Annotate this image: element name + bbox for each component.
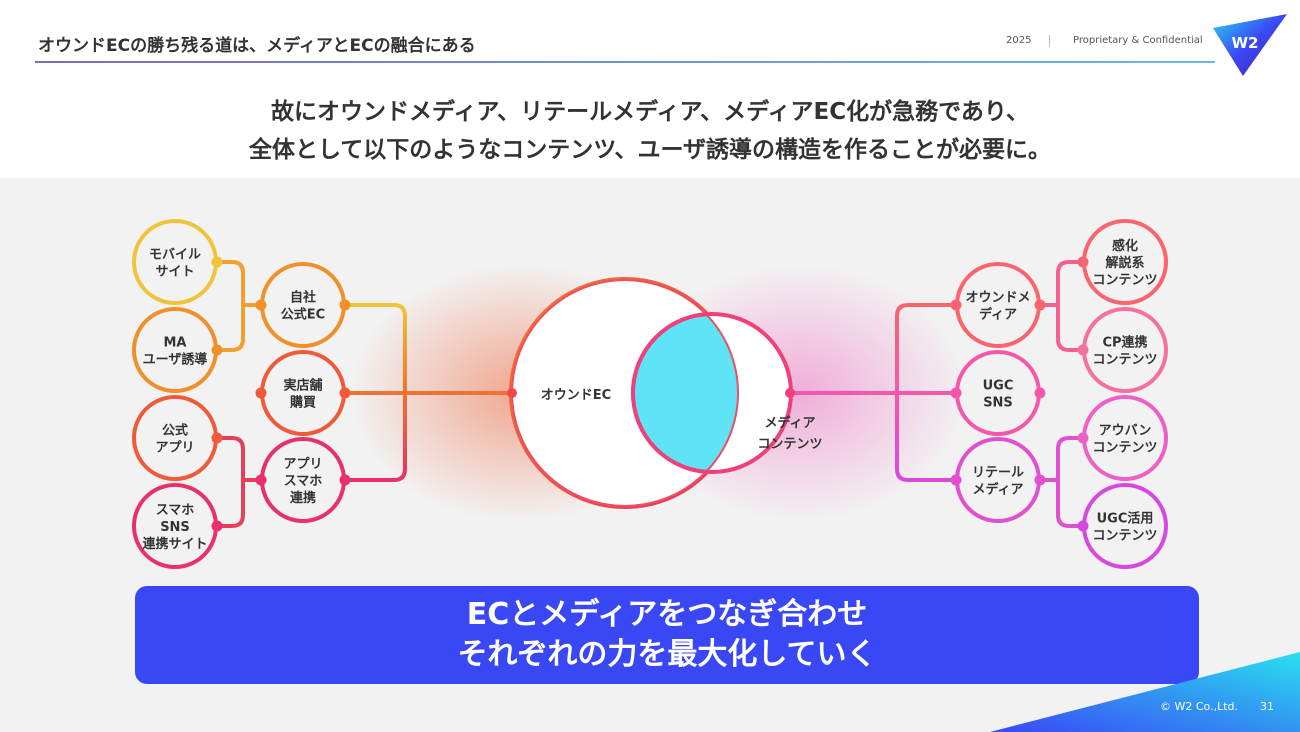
node-label: CP連携: [1102, 335, 1147, 351]
node-label: 公式EC: [281, 307, 325, 323]
lead-line-1: 故にオウンドメディア、リテールメディア、メディアEC化が急務であり、: [270, 99, 1029, 125]
node-label: スマホ: [284, 474, 323, 489]
svg-text:W2: W2: [1232, 34, 1259, 52]
node-label: リテール: [972, 466, 1024, 481]
node-label: 公式: [162, 423, 188, 439]
node-label: 自社: [290, 290, 316, 306]
corner-decoration: [990, 652, 1300, 732]
node-label: 解説系: [1104, 255, 1144, 271]
node-label: 連携: [290, 490, 316, 506]
node-label: サイト: [155, 265, 194, 280]
node-label: 感化: [1112, 238, 1138, 254]
node-label: スマホ: [156, 503, 195, 518]
header-rule: [35, 61, 1215, 63]
node-label: メディア: [972, 482, 1023, 498]
connector-dot: [950, 299, 962, 311]
connector-dot: [1034, 299, 1046, 311]
node-label: SNS: [160, 520, 190, 535]
node-label: コンテンツ: [1092, 273, 1157, 288]
connector-dot: [211, 344, 223, 356]
connector-dot: [950, 387, 962, 399]
connector-dot: [1077, 432, 1089, 444]
divider: [1049, 35, 1050, 47]
connector-dot: [255, 474, 267, 486]
connector-dot: [255, 387, 267, 399]
connector-dot: [255, 299, 267, 311]
node-label: 実店舗: [283, 378, 322, 394]
center-right-label-2: コンテンツ: [757, 437, 822, 452]
connector-dot: [1034, 387, 1046, 399]
node-label: アプリ: [155, 441, 194, 456]
node-label: アウバン: [1099, 424, 1152, 439]
banner-line-2: それぞれの力を最大化していく: [457, 637, 877, 672]
node-label: コンテンツ: [1092, 441, 1157, 456]
connector-dot: [1077, 520, 1089, 532]
node-label: UGC活用: [1097, 511, 1154, 527]
node-label: オウンドメ: [965, 291, 1030, 306]
connector-dot: [1034, 474, 1046, 486]
node-label: コンテンツ: [1092, 353, 1157, 368]
node-label: 連携サイト: [142, 536, 207, 552]
connector-dot: [339, 387, 351, 399]
node-label: ユーザ誘導: [143, 352, 208, 368]
connector-dot: [339, 299, 351, 311]
connector-dot: [211, 520, 223, 532]
node-label: SNS: [983, 396, 1013, 411]
conclusion-banner: ECとメディアをつなぎ合わせ それぞれの力を最大化していく: [135, 586, 1199, 684]
confidential-label: Proprietary & Confidential: [1073, 35, 1203, 46]
page-number: 31: [1260, 700, 1274, 713]
connector-dot: [950, 474, 962, 486]
year: 2025: [1006, 35, 1032, 46]
node-label: モバイル: [149, 248, 201, 263]
node-label: 購買: [289, 395, 316, 411]
banner-line-1: ECとメディアをつなぎ合わせ: [466, 597, 868, 632]
slide-title: オウンドECの勝ち残る道は、メディアとECの融合にある: [38, 36, 476, 56]
connector-dot: [211, 256, 223, 268]
center-left-label: オウンドEC: [541, 388, 611, 403]
node-label: アプリ: [283, 457, 322, 472]
connector-dot: [1077, 344, 1089, 356]
node-label: コンテンツ: [1092, 529, 1157, 544]
connector-dot: [339, 474, 351, 486]
connector-dot: [211, 432, 223, 444]
node-label: UGC: [983, 379, 1014, 394]
node-label: MA: [164, 336, 187, 351]
overlap-region: [633, 314, 739, 472]
lead-line-2: 全体として以下のようなコンテンツ、ユーザ誘導の構造を作ることが必要に。: [248, 137, 1051, 163]
node-label: ディア: [979, 307, 1017, 323]
connector-dot: [1077, 256, 1089, 268]
center-right-label-1: メディア: [764, 415, 815, 431]
w2-logo: W2: [1213, 14, 1287, 76]
copyright: © W2 Co.,Ltd.: [1160, 700, 1238, 713]
